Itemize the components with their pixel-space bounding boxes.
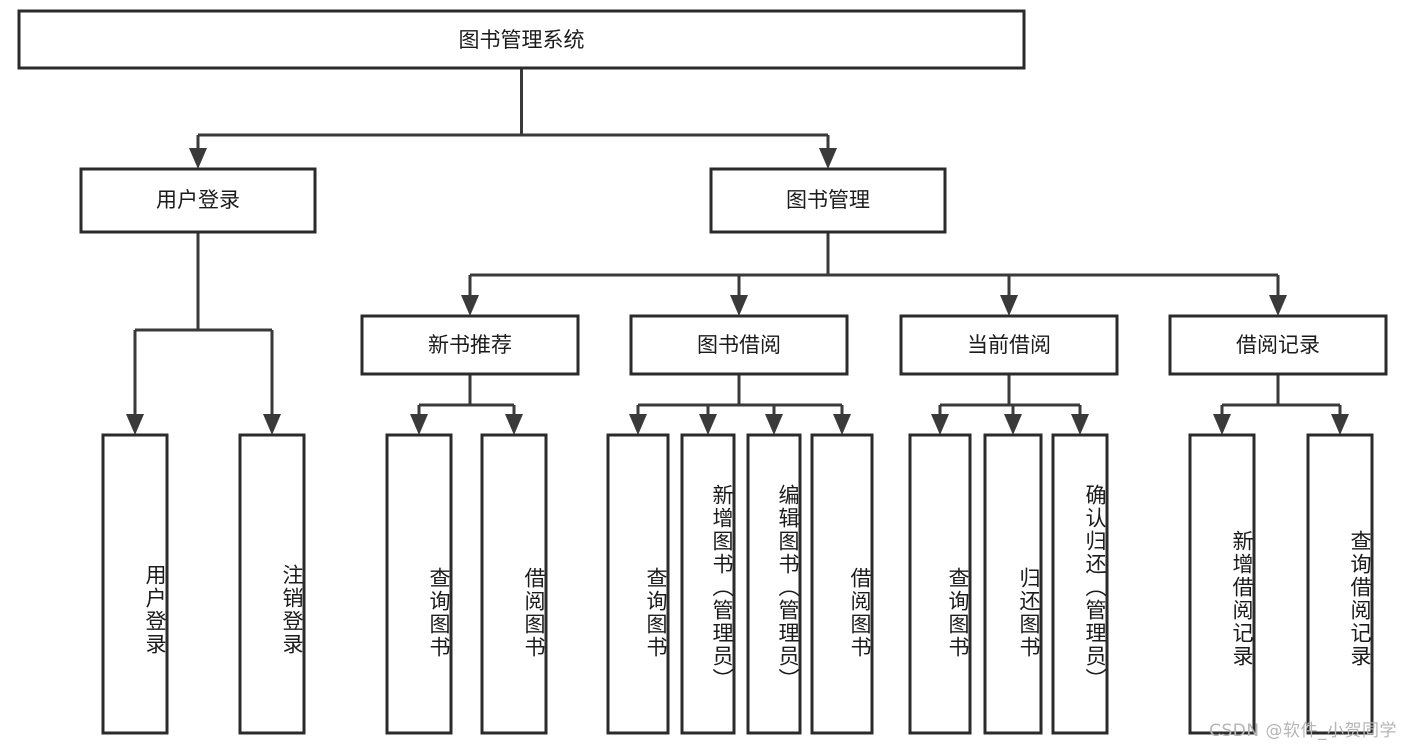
- node-book-manage[interactable]: 图书管理: [709, 167, 947, 234]
- arrow-head-leaf-return-book: [1004, 414, 1022, 435]
- arrow-head-leaf-user-login: [126, 414, 144, 435]
- arrow-head-leaf-borrow-book-2: [833, 414, 851, 435]
- node-new-book-recommend-box[interactable]: [360, 314, 580, 376]
- node-leaf-borrow-book-1-box[interactable]: [480, 433, 548, 735]
- node-leaf-query-book-2-box[interactable]: [606, 433, 670, 735]
- node-current-borrow-box[interactable]: [899, 314, 1119, 376]
- node-leaf-add-book-box[interactable]: [680, 433, 736, 735]
- node-leaf-borrow-book-2-box[interactable]: [810, 433, 874, 735]
- arrow-head-leaf-query-book-3: [931, 414, 949, 435]
- node-borrow-record-box[interactable]: [1168, 314, 1388, 376]
- watermark-text: CSDN @软件_小贺同学: [1209, 721, 1397, 741]
- arrow-head-leaf-borrow-book-1: [505, 414, 523, 435]
- arrow-head-new-book-recommend: [461, 295, 479, 316]
- node-current-borrow[interactable]: 当前借阅: [899, 314, 1119, 376]
- connector-layer: [126, 68, 1349, 435]
- node-user-login-label: 用户登录: [156, 188, 240, 212]
- node-borrow-record-label: 借阅记录: [1236, 333, 1320, 357]
- arrow-head-leaf-query-book-1: [410, 414, 428, 435]
- node-leaf-user-login-box[interactable]: [101, 433, 169, 735]
- arrow-head-book-manage: [819, 148, 837, 169]
- node-leaf-return-book-box[interactable]: [983, 433, 1043, 735]
- node-current-borrow-label: 当前借阅: [967, 333, 1051, 357]
- node-root[interactable]: 图书管理系统: [17, 9, 1026, 70]
- node-borrow-record[interactable]: 借阅记录: [1168, 314, 1388, 376]
- node-book-manage-label: 图书管理: [786, 188, 870, 212]
- node-leaf-query-record-box[interactable]: [1306, 433, 1374, 735]
- node-layer: 图书管理系统 用户登录 图书管理 新书推荐 图书借阅: [17, 9, 1388, 735]
- node-leaf-add-record-box[interactable]: [1188, 433, 1256, 735]
- node-new-book-recommend[interactable]: 新书推荐: [360, 314, 580, 376]
- node-leaf-query-book-1-box[interactable]: [385, 433, 453, 735]
- arrow-head-leaf-add-record: [1213, 414, 1231, 435]
- arrow-head-leaf-edit-book: [765, 414, 783, 435]
- arrow-head-leaf-query-record: [1331, 414, 1349, 435]
- node-new-book-recommend-label: 新书推荐: [428, 333, 512, 357]
- arrow-head-leaf-user-logout: [263, 414, 281, 435]
- node-user-login-box[interactable]: [79, 167, 317, 234]
- arrow-head-book-borrow: [730, 295, 748, 316]
- node-book-manage-box[interactable]: [709, 167, 947, 234]
- arrow-head-borrow-record: [1269, 295, 1287, 316]
- node-book-borrow[interactable]: 图书借阅: [629, 314, 849, 376]
- arrow-head-leaf-add-book: [699, 414, 717, 435]
- node-leaf-edit-book-box[interactable]: [746, 433, 802, 735]
- node-leaf-user-logout-box[interactable]: [238, 433, 306, 735]
- node-root-box[interactable]: [17, 9, 1026, 70]
- node-book-borrow-box[interactable]: [629, 314, 849, 376]
- node-user-login[interactable]: 用户登录: [79, 167, 317, 234]
- arrow-head-current-borrow: [1000, 295, 1018, 316]
- node-root-label: 图书管理系统: [459, 28, 585, 52]
- arrow-head-leaf-query-book-2: [629, 414, 647, 435]
- node-leaf-query-book-3-box[interactable]: [908, 433, 972, 735]
- arrow-head-user-login: [189, 148, 207, 169]
- node-leaf-confirm-return-box[interactable]: [1051, 433, 1109, 735]
- arrow-head-leaf-confirm-return: [1071, 414, 1089, 435]
- node-book-borrow-label: 图书借阅: [697, 333, 781, 357]
